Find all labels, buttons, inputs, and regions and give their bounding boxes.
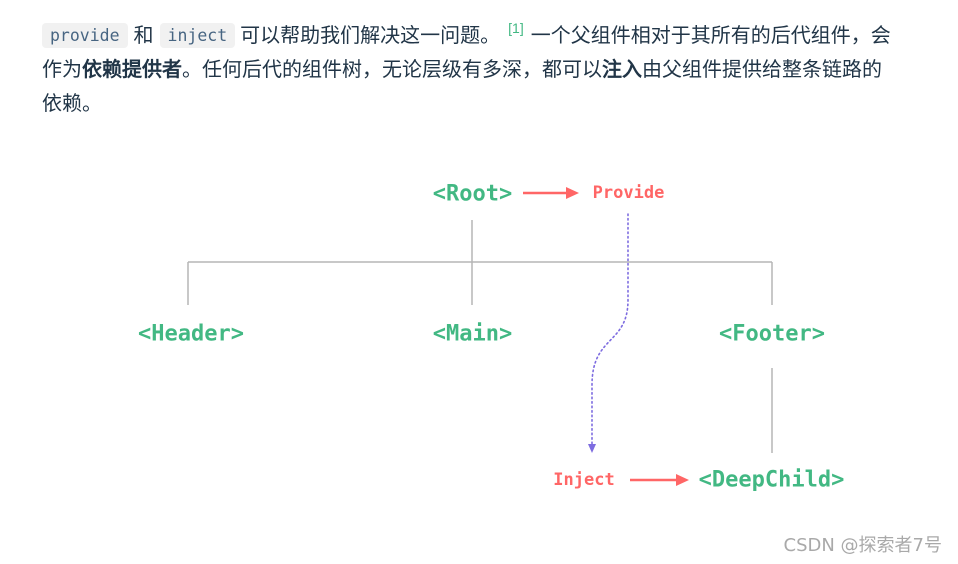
injection-path bbox=[588, 213, 629, 453]
intro-line-3: 依赖。 bbox=[42, 86, 942, 120]
main-node-label: <Main> bbox=[433, 322, 512, 347]
deep-child-node-label: <DeepChild> bbox=[699, 468, 845, 493]
intro-text-sentence-3-end: 依赖。 bbox=[42, 91, 102, 115]
inject-arrow bbox=[630, 474, 689, 486]
intro-text-sentence-2-cont: 作为 bbox=[42, 57, 82, 81]
inline-code-provide: provide bbox=[42, 22, 128, 48]
intro-text-sentence-3-cont: 由父组件提供给整条链路的 bbox=[642, 57, 882, 81]
intro-paragraph: provide 和 inject 可以帮助我们解决这一问题。 [1] 一个父组件… bbox=[42, 18, 942, 120]
injection-dotted-curve bbox=[591, 213, 629, 445]
intro-text-sentence-3: 。任何后代的组件树，无论层级有多深，都可以 bbox=[182, 57, 602, 81]
intro-text-sentence-2-start: 一个父组件相对于其所有的后代组件，会 bbox=[530, 23, 891, 47]
footer-node-label: <Footer> bbox=[719, 322, 825, 347]
injection-arrow-head bbox=[588, 444, 596, 453]
csdn-watermark: CSDN @探索者7号 bbox=[783, 535, 943, 556]
root-node-label: <Root> bbox=[433, 182, 512, 207]
bold-dependency-provider: 依赖提供者 bbox=[82, 57, 182, 81]
provide-label: Provide bbox=[593, 183, 665, 203]
intro-text-and: 和 bbox=[133, 23, 154, 47]
inline-code-inject: inject bbox=[159, 22, 236, 48]
provide-arrow bbox=[523, 187, 579, 199]
inject-arrow-head bbox=[676, 474, 689, 486]
bold-inject: 注入 bbox=[602, 57, 642, 81]
intro-text-sentence-1: 可以帮助我们解决这一问题。 bbox=[240, 23, 501, 47]
footnote-link[interactable]: [1] bbox=[508, 20, 524, 36]
component-tree-lines bbox=[187, 220, 773, 453]
provide-arrow-head bbox=[566, 187, 579, 199]
intro-line-2: 作为 依赖提供者 。任何后代的组件树，无论层级有多深，都可以 注入 由父组件提供… bbox=[42, 52, 942, 86]
header-node-label: <Header> bbox=[138, 322, 244, 347]
inject-label: Inject bbox=[553, 470, 614, 490]
intro-line-1: provide 和 inject 可以帮助我们解决这一问题。 [1] 一个父组件… bbox=[42, 18, 942, 52]
